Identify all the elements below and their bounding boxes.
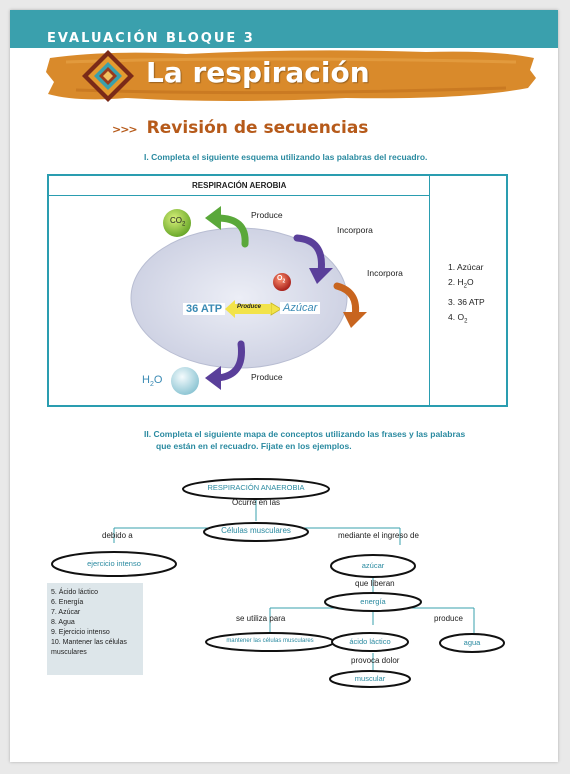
map-que-liberan: que liberan xyxy=(355,579,395,588)
incorpora-2-label: Incorpora xyxy=(367,268,403,278)
page-title: La respiración xyxy=(146,56,370,89)
table-header: RESPIRACIÓN AEROBIA xyxy=(192,181,287,190)
aerobic-diagram xyxy=(130,206,367,395)
map-mediante: mediante el ingreso de xyxy=(338,531,419,540)
map-agua: agua xyxy=(463,638,481,647)
section-arrows: >>> xyxy=(112,123,138,136)
page: EVALUACIÓN BLOQUE 3 La respiración >>> Re… xyxy=(10,10,558,762)
map-celulas: Células musculares xyxy=(221,526,291,535)
list-item: 1. Azúcar xyxy=(448,262,484,272)
divider xyxy=(429,176,430,405)
section-title-text: Revisión de secuencias xyxy=(146,118,369,138)
list-item: 3. 36 ATP xyxy=(448,296,485,307)
atp-label: 36 ATP xyxy=(183,303,226,315)
oval-energia xyxy=(324,592,422,612)
purple-arrow-icon xyxy=(293,234,325,276)
co2-label: CO2 xyxy=(170,216,186,228)
divider xyxy=(49,195,429,196)
map-ocurre: Ocurre en las xyxy=(232,498,281,507)
produce-bottom-label: Produce xyxy=(251,372,283,382)
incorpora-1-label: Incorpora xyxy=(337,225,373,235)
legend-item: musculares xyxy=(51,649,87,656)
header-band: EVALUACIÓN BLOQUE 3 xyxy=(10,10,558,48)
map-energia: energía xyxy=(360,597,386,606)
word-legend: 5. Ácido láctico 6. Energía 7. Azúcar 8.… xyxy=(47,583,143,675)
produce-small-label: Produce xyxy=(237,304,262,310)
map-se-utiliza: se utiliza para xyxy=(236,614,286,623)
instruction-1: I. Completa el siguiente esquema utiliza… xyxy=(144,152,428,162)
legend-item: 5. Ácido láctico xyxy=(51,589,99,596)
oval-celulas xyxy=(203,522,309,542)
legend-item: 9. Ejercicio intenso xyxy=(51,629,110,636)
o2-label: O2 xyxy=(277,275,286,285)
legend-item: 10. Mantener las células xyxy=(51,639,127,646)
oval-muscular xyxy=(329,670,411,688)
aerobic-scheme-box: RESPIRACIÓN AEROBIA xyxy=(47,174,508,407)
green-arrow-icon xyxy=(213,214,249,248)
title-banner: La respiración xyxy=(46,48,536,104)
diamond-logo-icon xyxy=(82,50,134,102)
legend-item: 6. Energía xyxy=(51,599,84,606)
produce-top-label: Produce xyxy=(251,210,283,220)
oval-ejercicio xyxy=(51,551,177,577)
oval-azucar xyxy=(330,554,416,578)
instruction-2-line2: que están en el recuadro. Fíjate en los … xyxy=(156,441,352,451)
produce-arrow-icon xyxy=(235,304,271,314)
map-acido: ácido láctico xyxy=(349,637,391,646)
co2-ball-icon xyxy=(163,209,191,237)
map-muscular: muscular xyxy=(354,674,386,683)
map-root: RESPIRACIÓN ANAEROBIA xyxy=(207,483,305,492)
map-ejercicio: ejercicio intenso xyxy=(87,559,141,568)
block-label: EVALUACIÓN BLOQUE 3 xyxy=(47,31,255,46)
instruction-2-line1: II. Completa el siguiente mapa de concep… xyxy=(144,429,466,439)
list-item: 4. O2 xyxy=(448,311,468,325)
word-list: 1. Azúcar 2. H2O 3. 36 ATP 4. O2 xyxy=(448,260,485,329)
azucar-label: Azúcar xyxy=(280,302,321,314)
oval-acido xyxy=(331,632,409,652)
concept-map xyxy=(51,478,505,688)
instruction-2: II. Completa el siguiente mapa de concep… xyxy=(144,428,465,452)
legend-item: 8. Agua xyxy=(51,619,75,626)
map-debido: debido a xyxy=(102,531,133,540)
oval-root xyxy=(182,478,330,500)
h2o-ball-icon xyxy=(171,367,199,395)
h2o-label: H2O xyxy=(142,374,163,389)
oval-agua xyxy=(439,633,505,653)
legend-item: 7. Azúcar xyxy=(51,609,81,616)
map-provoca: provoca dolor xyxy=(351,656,400,665)
map-produce: produce xyxy=(434,614,463,623)
list-item: 2. H2O xyxy=(448,277,474,290)
map-azucar: azúcar xyxy=(361,561,385,570)
map-mantener: mantener las células musculares xyxy=(226,638,314,644)
purple-arrow-bottom-icon xyxy=(213,340,245,382)
section-title: >>> Revisión de secuencias xyxy=(112,118,368,138)
o2-ball-icon xyxy=(273,273,291,291)
